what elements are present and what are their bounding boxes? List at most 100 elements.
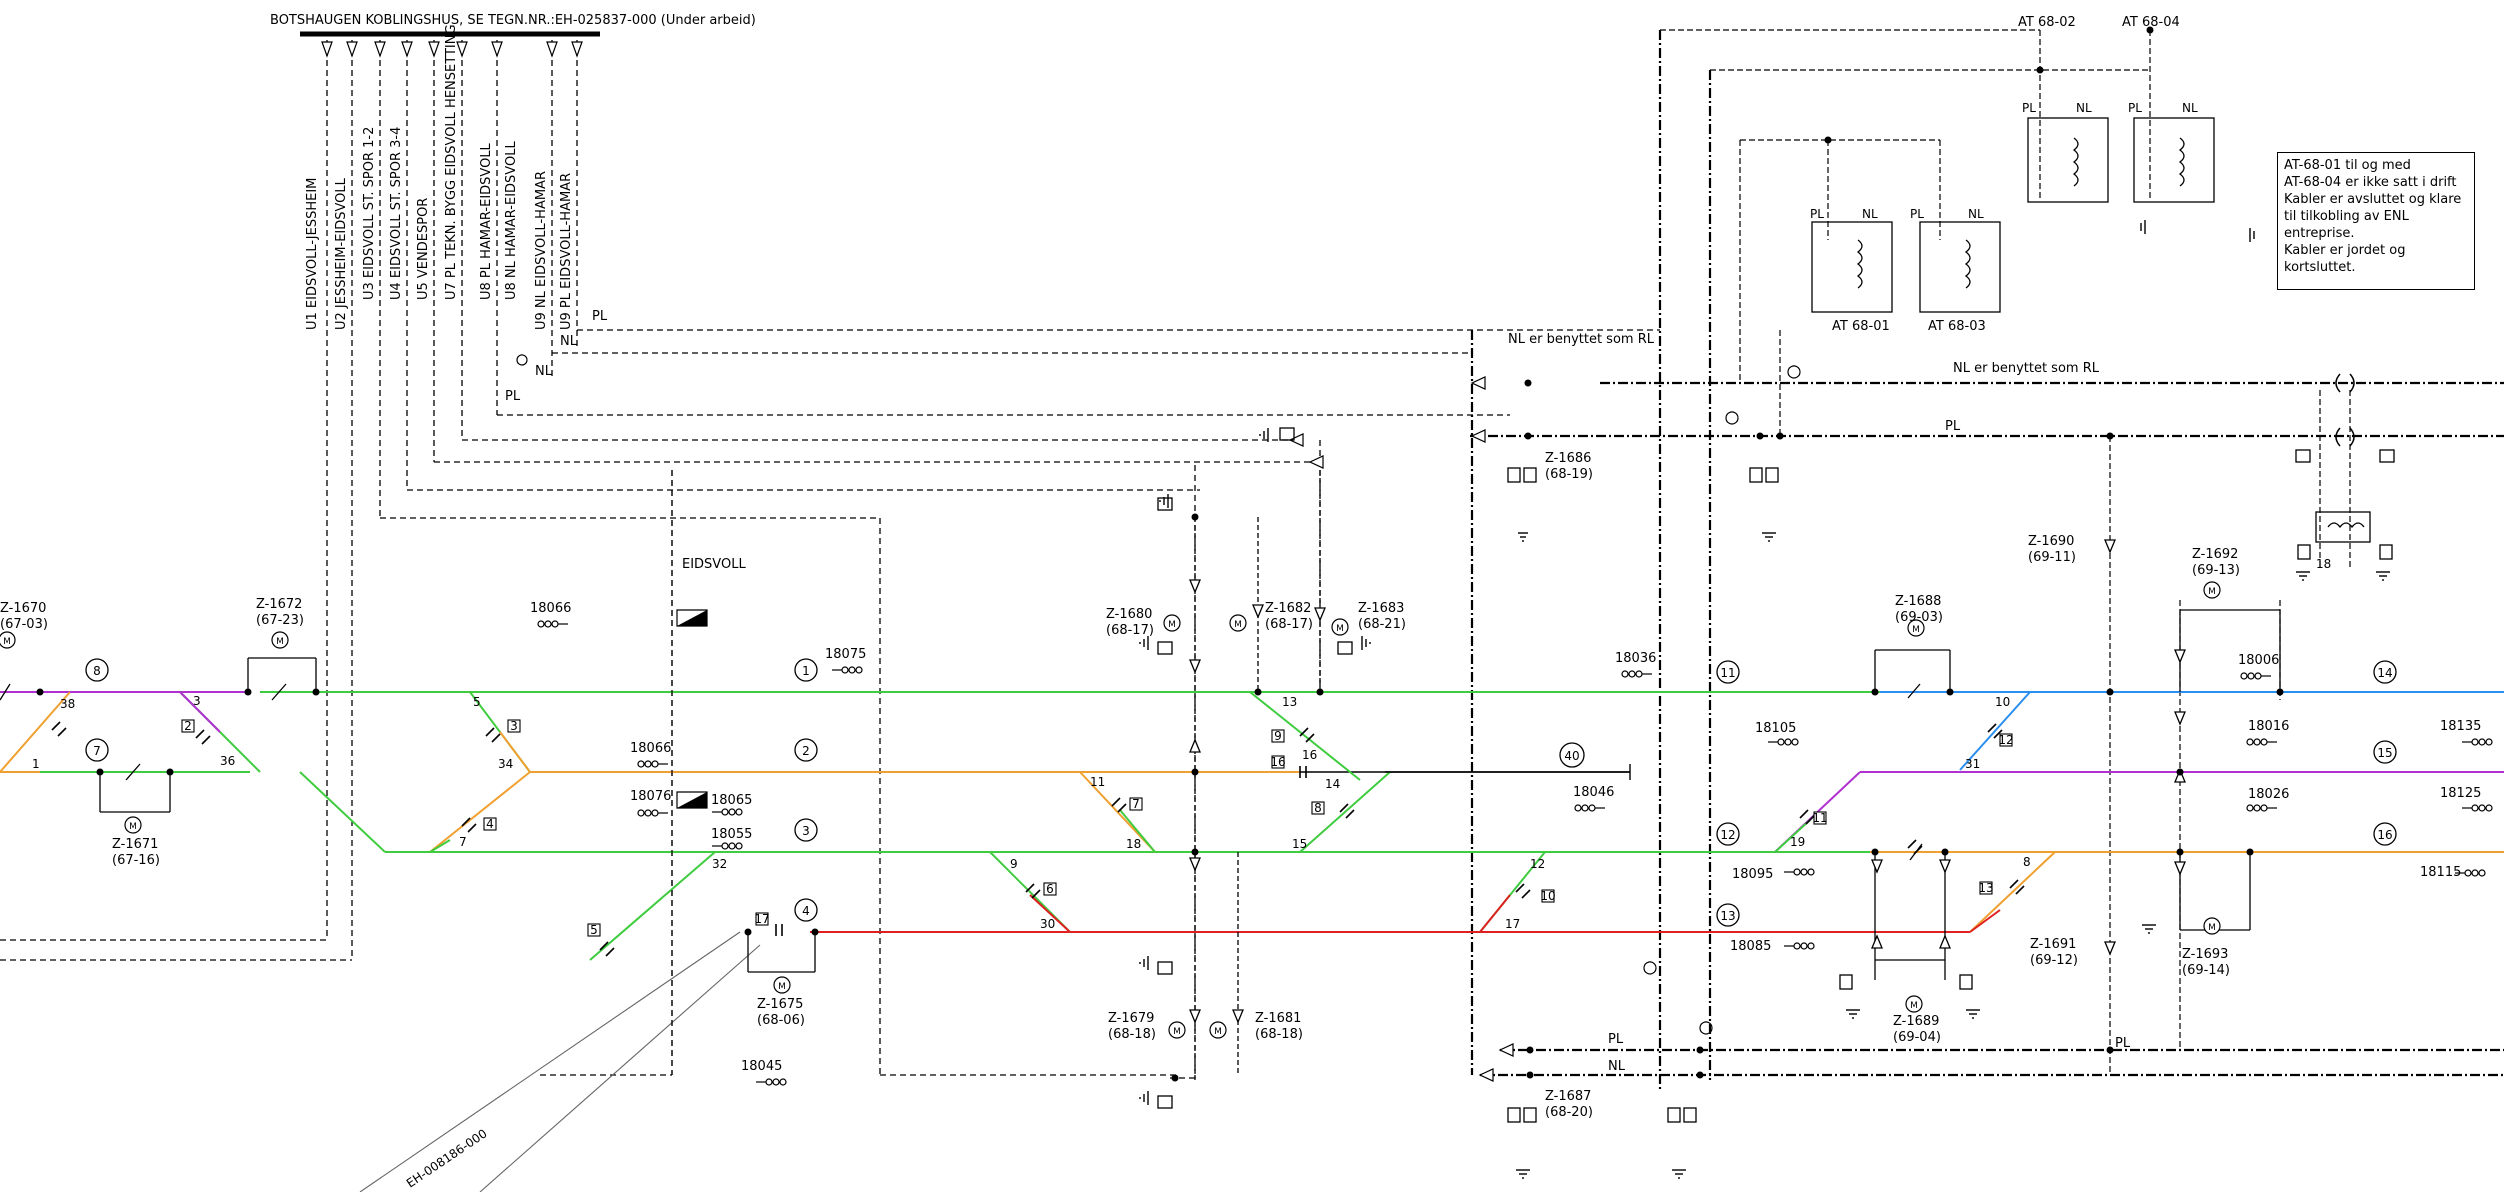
section-number: 12	[1530, 857, 1545, 871]
spiral-icon	[1643, 961, 1657, 975]
section-number: 3	[193, 694, 201, 708]
signal-id: 18026	[2248, 787, 2289, 802]
cable-label: U3 EIDSVOLL ST. SPOR 1-2	[362, 127, 377, 300]
section-number: 19	[1790, 835, 1805, 849]
section-number: 9	[1010, 857, 1018, 871]
switch-id: Z-1675	[757, 997, 803, 1012]
autotransformer-box	[2027, 117, 2109, 203]
signal-id: 18016	[2248, 719, 2289, 734]
boxed-number: 16	[1270, 755, 1285, 769]
signal-icon	[712, 842, 743, 850]
switch-ref: (68-17)	[1265, 617, 1313, 632]
cable-arrows	[321, 41, 583, 58]
ground-icon	[1518, 532, 1528, 542]
section-number: 32	[712, 857, 727, 871]
disconnectors	[0, 609, 2281, 980]
signal-id: 18045	[741, 1059, 782, 1074]
at-name: 18	[2316, 557, 2331, 571]
signal-id: 18115	[2420, 865, 2461, 880]
track-number: 12	[1720, 828, 1735, 842]
signal-icon	[537, 620, 568, 628]
motor-icon: M	[124, 816, 142, 834]
note-line: entreprise.	[2284, 226, 2355, 241]
ground-icon	[2142, 924, 2156, 934]
motor-icon: M	[1907, 619, 1925, 637]
feeder-thin	[1660, 29, 2351, 1075]
switch-ref: (67-16)	[112, 853, 160, 868]
pothead-icon	[1157, 961, 1173, 1109]
note-line: AT-68-04 er ikke satt i drift	[2284, 175, 2457, 190]
switch-ref: (69-14)	[2182, 963, 2230, 978]
tracks	[0, 691, 2504, 961]
ref-lines	[359, 931, 761, 1192]
switch-ref: (67-03)	[0, 617, 48, 632]
track-number: 1	[802, 664, 810, 678]
signal-icon	[2462, 738, 2493, 746]
autotransformer-box	[2133, 117, 2215, 203]
signal-id: 18085	[1730, 939, 1771, 954]
switch-ref: (69-12)	[2030, 953, 2078, 968]
motor-icon: M	[1163, 614, 1181, 632]
ground-icon	[1516, 1169, 1530, 1179]
svg-text:M: M	[1173, 1027, 1181, 1037]
motor-icon: M	[1905, 995, 1923, 1013]
switch-ref: (68-20)	[1545, 1105, 1593, 1120]
signal-icon	[2246, 738, 2277, 746]
track-number: 4	[802, 904, 810, 918]
section-number: 36	[220, 754, 235, 768]
boxed-number: 2	[184, 719, 192, 733]
nl-feeder-label-2: NL	[1608, 1059, 1626, 1074]
switch-id: Z-1688	[1895, 594, 1941, 609]
surge-arresters	[516, 354, 1801, 1035]
pl-feeder-label: PL	[1945, 419, 1961, 434]
signal-id: 18055	[711, 827, 752, 842]
track-number: 15	[2377, 746, 2392, 760]
spiral-icon	[516, 354, 528, 366]
switch-ref: (69-13)	[2192, 563, 2240, 578]
ground-icon	[1139, 1091, 1149, 1105]
cable-label: U4 EIDSVOLL ST. SPOR 3-4	[389, 127, 404, 300]
junction-dots	[36, 26, 2284, 1082]
svg-text:M: M	[2208, 587, 2216, 597]
svg-text:M: M	[2208, 923, 2216, 933]
note-line: kortsluttet.	[2284, 260, 2356, 275]
pothead-icon	[1157, 497, 1173, 655]
signal-icon	[2455, 869, 2486, 877]
section-number: 34	[498, 757, 513, 771]
signal-icon	[832, 666, 863, 674]
cable-label: U8 NL HAMAR-EIDSVOLL	[504, 141, 519, 300]
autotransformer-box	[2315, 511, 2371, 543]
motor-icon: M	[1168, 1021, 1186, 1039]
pothead-icon	[1279, 427, 1353, 655]
boxed-number: 3	[510, 719, 518, 733]
boxed-number: 12	[1998, 733, 2013, 747]
ground-icon	[1259, 428, 1269, 442]
signal-icon	[1784, 868, 1815, 876]
section-number: 16	[1302, 748, 1317, 762]
switch-ref: (68-18)	[1108, 1027, 1156, 1042]
at-boxes	[1811, 117, 2371, 543]
track-number: 14	[2377, 666, 2392, 680]
boxed-number: 10	[1540, 889, 1555, 903]
drawing-title: BOTSHAUGEN KOBLINGSHUS, SE TEGN.NR.:EH-0…	[270, 13, 756, 28]
switch-id: Z-1670	[0, 601, 46, 616]
signal-icon	[1574, 804, 1605, 812]
boxed-number: 9	[1274, 729, 1282, 743]
boxed-number: 8	[1314, 801, 1322, 815]
track-number: 16	[2377, 828, 2392, 842]
at-nl: NL	[2076, 101, 2092, 115]
pothead-icon	[1749, 467, 1779, 483]
svg-text:M: M	[3, 637, 11, 647]
at-pl: PL	[1910, 207, 1924, 221]
ground-icon	[1159, 494, 1169, 508]
boxed-number: 7	[1132, 797, 1140, 811]
ground-icon	[2376, 571, 2390, 581]
signal-icon	[637, 809, 668, 817]
track-number: 13	[1720, 909, 1735, 923]
switch-id: Z-1690	[2028, 534, 2074, 549]
svg-text:M: M	[1910, 1001, 1918, 1011]
switch-ref: (68-06)	[757, 1013, 805, 1028]
signal-id: 18095	[1732, 867, 1773, 882]
section-number: 18	[1126, 837, 1141, 851]
